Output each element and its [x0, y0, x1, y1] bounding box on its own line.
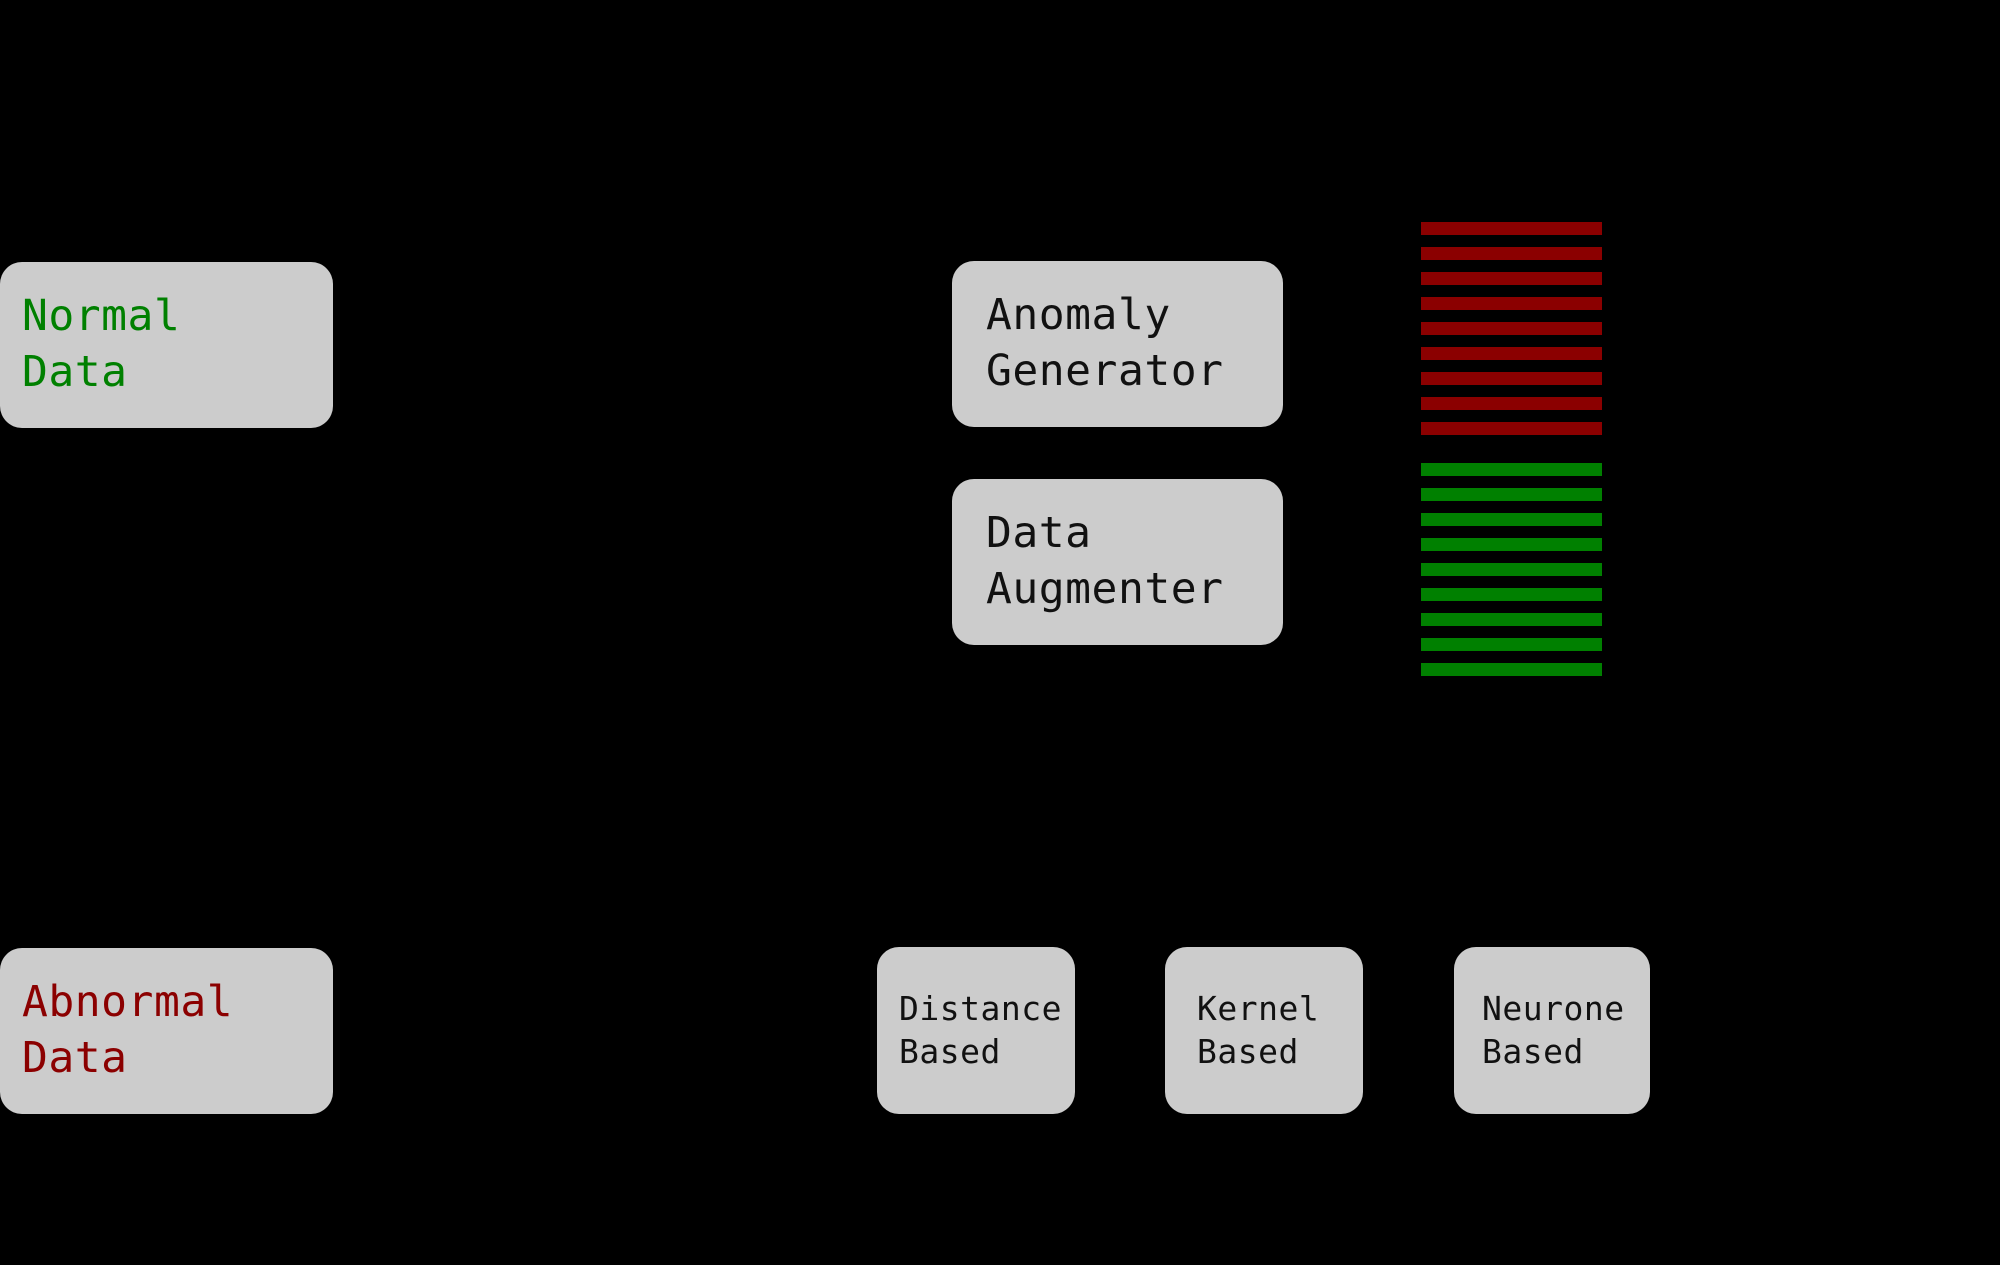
node-neurone-based[interactable]: Neurone Based [1454, 947, 1650, 1114]
node-abnormal-data-line2: Data [22, 1033, 128, 1083]
sample-bar-anomaly [1421, 347, 1602, 360]
node-normal-data-line2: Data [22, 347, 128, 397]
sample-bar-normal [1421, 463, 1602, 476]
node-abnormal-data-line1: Abnormal [22, 977, 234, 1028]
sample-bar-anomaly [1421, 272, 1602, 285]
node-kernel-based[interactable]: Kernel Based [1165, 947, 1363, 1114]
sample-bar-anomaly [1421, 247, 1602, 260]
sample-bar-normal [1421, 638, 1602, 651]
node-normal-data[interactable]: Normal Data [0, 262, 333, 428]
node-kernel-based-line2: Based [1197, 1031, 1299, 1071]
node-data-augmenter[interactable]: Data Augmenter [952, 479, 1283, 645]
sample-bar-normal [1421, 613, 1602, 626]
sample-bar-anomaly [1421, 297, 1602, 310]
sample-bar-anomaly [1421, 322, 1602, 335]
sample-bar-normal [1421, 488, 1602, 501]
sample-bar-anomaly [1421, 222, 1602, 235]
node-distance-based-line1: Distance [899, 988, 1062, 1028]
node-data-augmenter-line2: Augmenter [986, 564, 1224, 614]
sample-bar-normal [1421, 663, 1602, 676]
sample-bar-normal [1421, 513, 1602, 526]
node-data-augmenter-line1: Data [986, 508, 1092, 559]
node-neurone-based-line2: Based [1482, 1031, 1584, 1071]
node-normal-data-line1: Normal [22, 291, 181, 342]
sample-bar-normal [1421, 563, 1602, 576]
sample-bar-normal [1421, 588, 1602, 601]
sample-bar-normal [1421, 538, 1602, 551]
node-abnormal-data[interactable]: Abnormal Data [0, 948, 333, 1114]
node-distance-based-line2: Based [899, 1031, 1001, 1071]
sample-bar-anomaly [1421, 397, 1602, 410]
node-neurone-based-line1: Neurone [1482, 988, 1625, 1028]
node-anomaly-generator-line1: Anomaly [986, 290, 1171, 341]
sample-bar-anomaly [1421, 422, 1602, 435]
node-anomaly-generator-line2: Generator [986, 346, 1224, 396]
node-anomaly-generator[interactable]: Anomaly Generator [952, 261, 1283, 427]
sample-bar-stack [1421, 0, 1602, 1265]
node-distance-based[interactable]: Distance Based [877, 947, 1075, 1114]
node-kernel-based-line1: Kernel [1197, 988, 1320, 1028]
sample-bar-anomaly [1421, 372, 1602, 385]
